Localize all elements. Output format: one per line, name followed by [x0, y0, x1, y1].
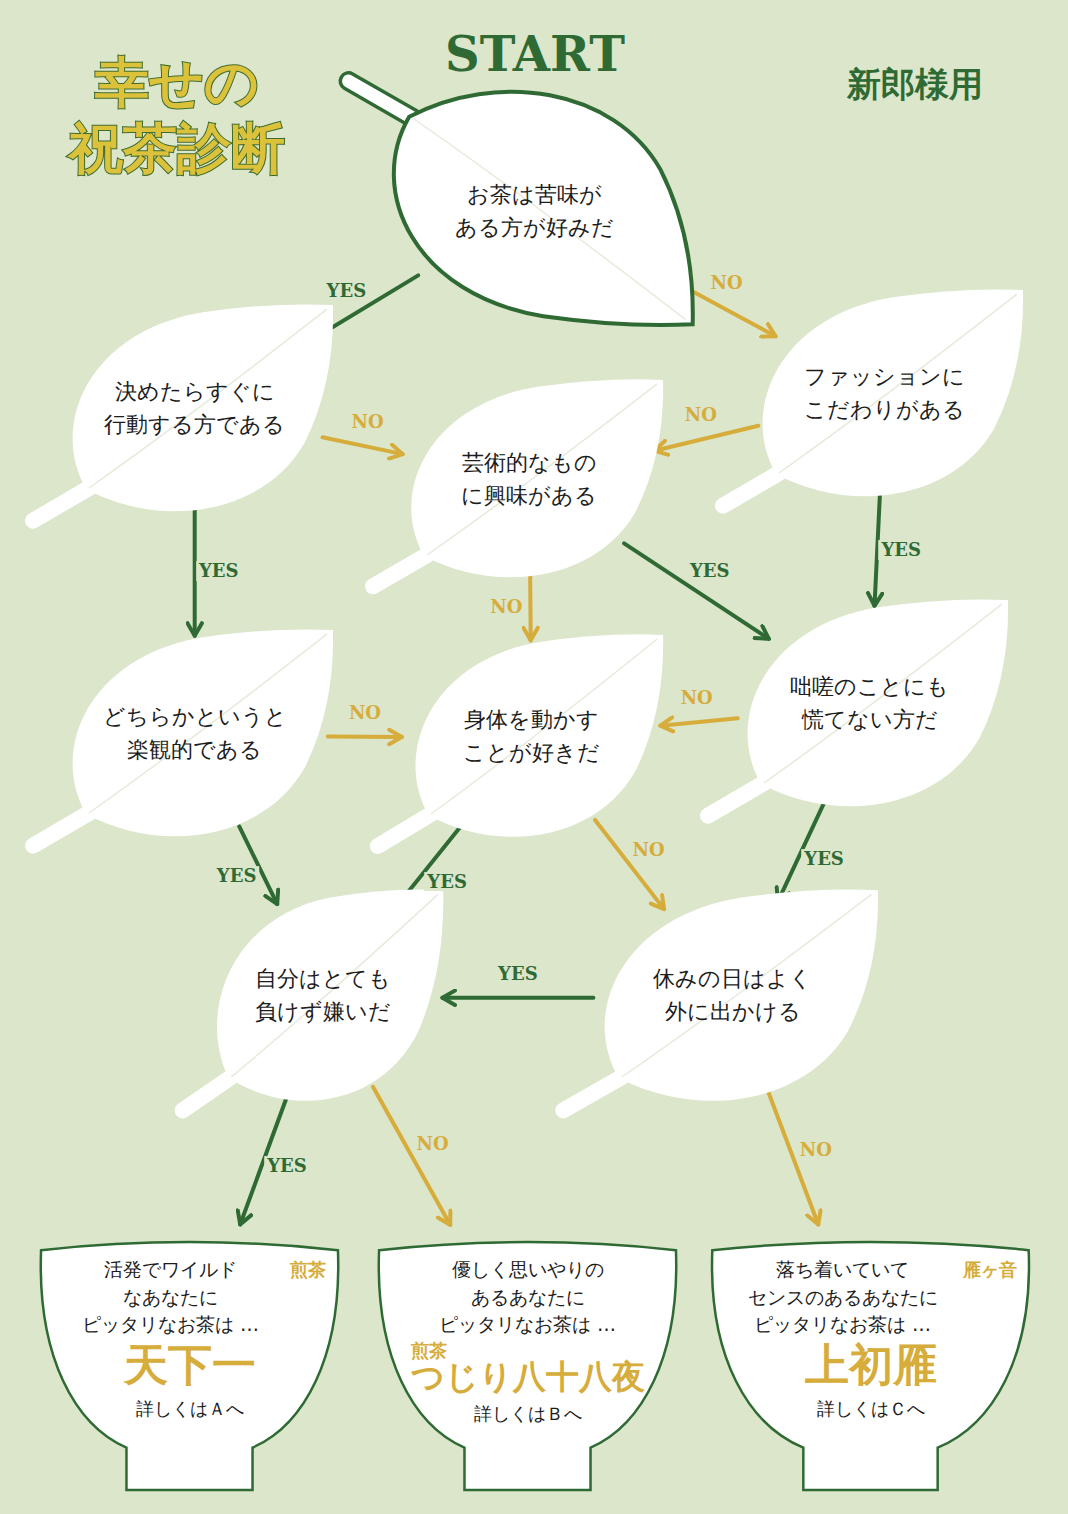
edge-label: NO [797, 1140, 835, 1160]
edge-label: NO [346, 703, 384, 723]
diagram-title: 幸せの 祝茶診断 [52, 50, 302, 182]
audience-label: 新郎様用 [810, 62, 1020, 108]
edge-label: YES [196, 562, 242, 582]
question-text: ファッションに こだわりがある [804, 360, 965, 426]
edge-label: NO [487, 597, 525, 617]
tea-name: つじり八十八夜 [411, 1357, 645, 1397]
tea-type: 雁ヶ音 [963, 1258, 1017, 1282]
tea-type: 煎茶 [290, 1258, 326, 1282]
question-leaf: 休みの日はよく 外に出かける [560, 885, 880, 1125]
edge-label: YES [878, 540, 924, 560]
question-text: どちらかというと 楽観的である [103, 700, 287, 766]
edge-label: NO [413, 1134, 451, 1154]
detail-reference: 詳しくはＢへ [389, 1402, 666, 1426]
question-leaf: 芸術的なもの に興味がある [370, 375, 665, 600]
flow-arrow [660, 718, 737, 725]
result-bowl: 落ち着いていて センスのあるあなたに ピッタリなお茶は … 雁ヶ音上初雁詳しくはＣ… [708, 1232, 1033, 1494]
question-text: お茶は苦味が ある方が好みだ [454, 178, 615, 244]
edge-label: YES [264, 1157, 310, 1177]
edge-label: NO [682, 405, 720, 425]
question-leaf: 身体を動かす ことが好きだ [375, 630, 665, 860]
question-text: 咄嗟のことにも 慌てない方だ [790, 670, 949, 736]
question-leaf: 咄嗟のことにも 慌てない方だ [705, 595, 1010, 830]
edge-label: NO [708, 273, 746, 293]
edge-label: YES [495, 964, 541, 984]
question-leaf: どちらかというと 楽観的である [30, 625, 335, 860]
flow-arrow [624, 543, 769, 639]
edge-label: NO [348, 412, 386, 432]
flow-arrow [328, 734, 402, 739]
edge-label: YES [214, 866, 260, 886]
edge-label: YES [687, 561, 733, 581]
result-bowl: 活発でワイルド なあなたに ピッタリなお茶は … 煎茶天下一詳しくはＡへ [37, 1232, 342, 1494]
question-leaf: ファッションに こだわりがある [720, 285, 1025, 520]
question-leaf: 自分はとても 負けず嫌いだ [180, 885, 445, 1125]
edge-label: NO [629, 840, 667, 860]
tea-name: 上初雁 [805, 1339, 937, 1392]
question-leaf: 決めたらすぐに 行動する方である [30, 300, 335, 535]
flow-arrow [323, 437, 403, 454]
flow-arrow [654, 426, 758, 451]
question-text: 芸術的なもの に興味がある [461, 446, 597, 512]
question-text: 自分はとても 負けず嫌いだ [255, 962, 391, 1028]
edge-label: YES [424, 872, 470, 892]
question-text: 休みの日はよく 外に出かける [653, 962, 812, 1028]
question-leaf: お茶は苦味が ある方が好みだ [345, 65, 695, 330]
result-bowl: 優しく思いやりの あるあなたに ピッタリなお茶は …煎茶つじり八十八夜詳しくはＢ… [375, 1232, 680, 1494]
result-description: 活発でワイルド なあなたに ピッタリなお茶は … [68, 1256, 273, 1339]
flow-arrow [528, 573, 533, 640]
tea-name: 天下一 [124, 1339, 256, 1392]
question-text: 決めたらすぐに 行動する方である [104, 375, 285, 441]
question-text: 身体を動かす ことが好きだ [463, 703, 600, 769]
flow-arrow [373, 1087, 450, 1225]
edge-label: YES [801, 849, 847, 869]
edge-label: NO [678, 688, 716, 708]
result-description: 落ち着いていて センスのあるあなたに ピッタリなお茶は … [740, 1256, 945, 1339]
flow-arrow [595, 820, 664, 909]
result-description: 優しく思いやりの あるあなたに ピッタリなお茶は … [425, 1256, 630, 1339]
start-label: START [420, 26, 650, 82]
flow-arrow [442, 996, 593, 1000]
detail-reference: 詳しくはＣへ [722, 1397, 1019, 1421]
edge-label: YES [324, 281, 370, 301]
detail-reference: 詳しくはＡへ [51, 1397, 328, 1421]
